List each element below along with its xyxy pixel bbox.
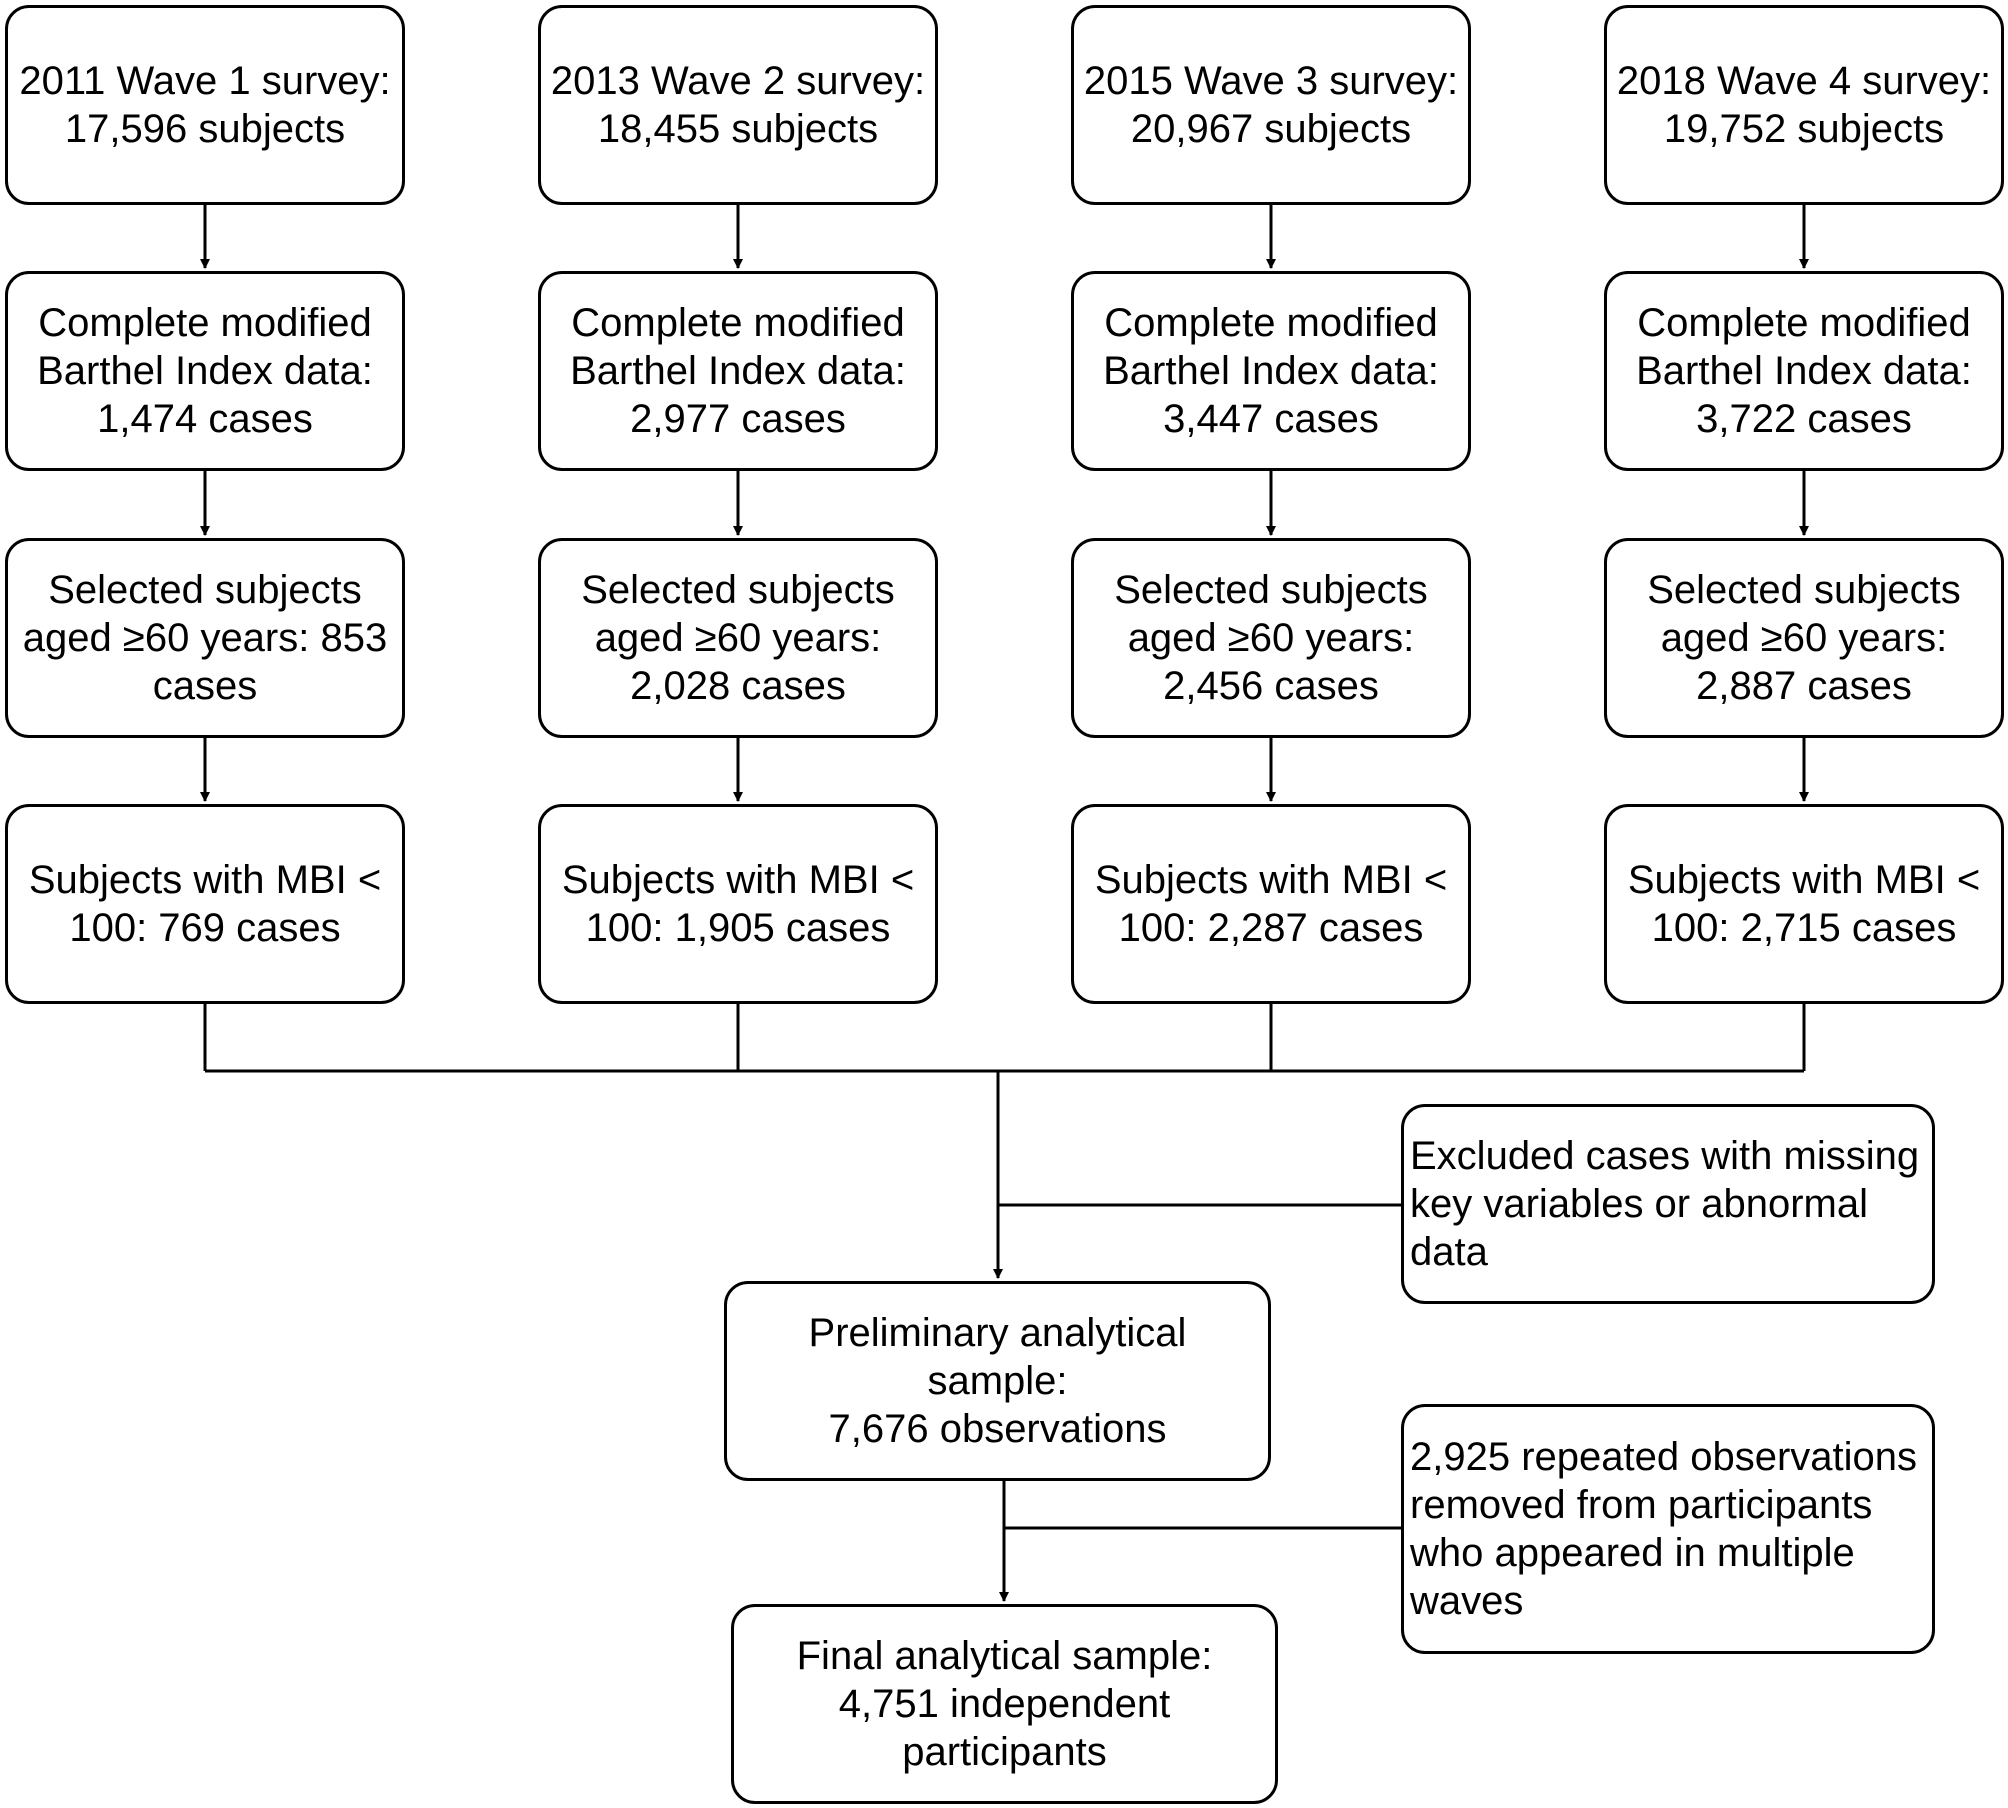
wave3-mbi-below-box: Subjects with MBI < 100: 2,287 cases (1071, 804, 1471, 1004)
wave4-mbi-complete-box: Complete modified Barthel Index data: 3,… (1604, 271, 2004, 471)
wave2-mbi-below-box: Subjects with MBI < 100: 1,905 cases (538, 804, 938, 1004)
excluded-box: Excluded cases with missing key variable… (1401, 1104, 1935, 1304)
wave2-aged-box: Selected subjects aged ≥60 years: 2,028 … (538, 538, 938, 738)
preliminary-sample-box: Preliminary analytical sample: 7,676 obs… (724, 1281, 1271, 1481)
wave4-survey-box: 2018 Wave 4 survey: 19,752 subjects (1604, 5, 2004, 205)
wave4-mbi-below-box: Subjects with MBI < 100: 2,715 cases (1604, 804, 2004, 1004)
wave2-survey-box: 2013 Wave 2 survey: 18,455 subjects (538, 5, 938, 205)
wave1-survey-box: 2011 Wave 1 survey: 17,596 subjects (5, 5, 405, 205)
removed-box: 2,925 repeated observations removed from… (1401, 1404, 1935, 1654)
wave3-mbi-complete-box: Complete modified Barthel Index data: 3,… (1071, 271, 1471, 471)
final-sample-box: Final analytical sample: 4,751 independe… (731, 1604, 1278, 1804)
wave3-aged-box: Selected subjects aged ≥60 years: 2,456 … (1071, 538, 1471, 738)
wave1-mbi-below-box: Subjects with MBI < 100: 769 cases (5, 804, 405, 1004)
wave1-aged-box: Selected subjects aged ≥60 years: 853 ca… (5, 538, 405, 738)
wave2-mbi-complete-box: Complete modified Barthel Index data: 2,… (538, 271, 938, 471)
wave4-aged-box: Selected subjects aged ≥60 years: 2,887 … (1604, 538, 2004, 738)
wave1-mbi-complete-box: Complete modified Barthel Index data: 1,… (5, 271, 405, 471)
wave3-survey-box: 2015 Wave 3 survey: 20,967 subjects (1071, 5, 1471, 205)
